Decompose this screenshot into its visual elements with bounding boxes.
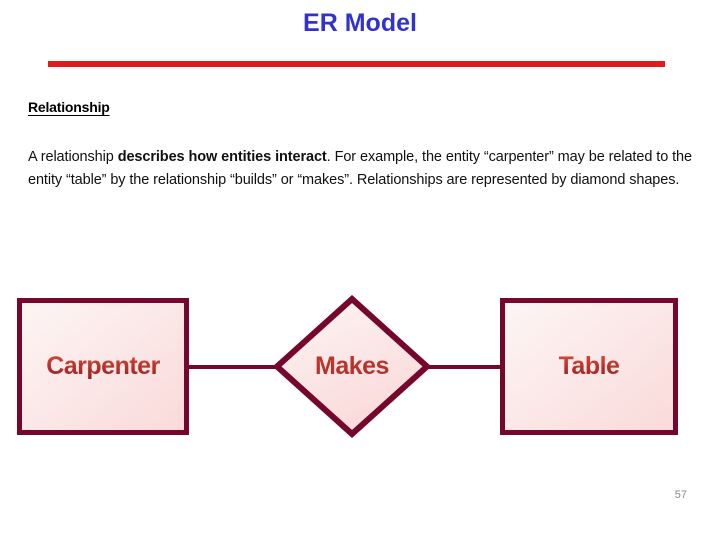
- entity-carpenter-label: Carpenter: [46, 352, 160, 380]
- diamond-shape-icon: [273, 295, 431, 438]
- connector-makes-to-table: [424, 365, 503, 369]
- entity-table-label: Table: [558, 352, 620, 380]
- paragraph-segment-plain-1: A relationship: [28, 149, 118, 165]
- body-paragraph: A relationship describes how entities in…: [28, 146, 692, 192]
- connector-carpenter-to-makes: [186, 365, 281, 369]
- title-divider-rule: [48, 61, 665, 67]
- relationship-makes[interactable]: Makes: [273, 295, 431, 438]
- entity-carpenter[interactable]: Carpenter: [17, 298, 189, 435]
- paragraph-segment-plain-2: . For example, the entity “carpenter” ma…: [28, 149, 692, 188]
- section-heading: Relationship: [28, 99, 110, 115]
- paragraph-segment-bold: describes how entities interact: [117, 149, 327, 165]
- page-number: 57: [674, 489, 687, 501]
- entity-table[interactable]: Table: [500, 298, 678, 435]
- page-title: ER Model: [303, 9, 417, 37]
- er-diagram: Carpenter Makes Table: [0, 280, 720, 455]
